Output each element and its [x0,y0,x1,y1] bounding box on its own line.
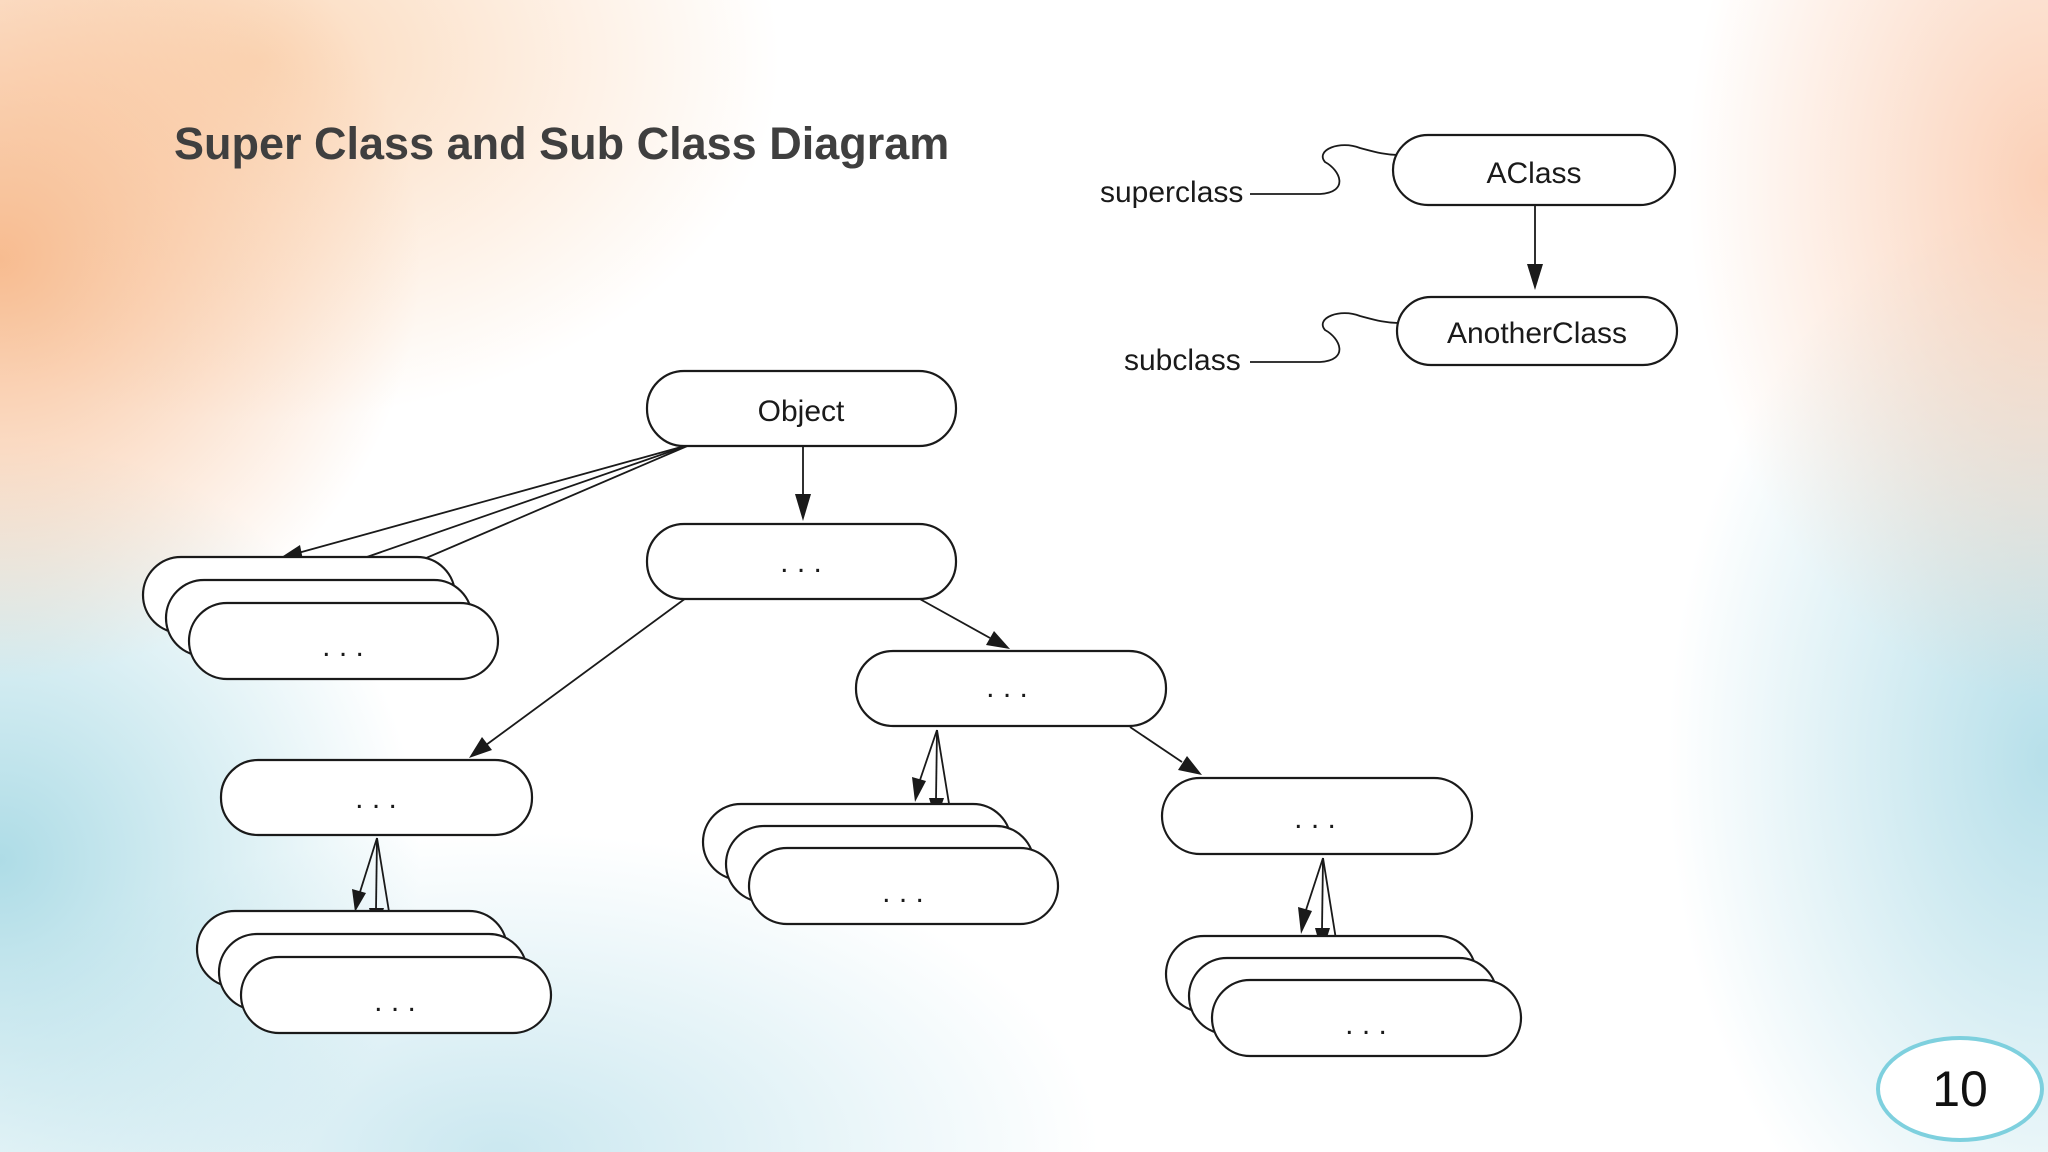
arrowhead-mid-right [986,631,1010,649]
edge-grandchild-stack-2 [1321,857,1324,931]
edge-right-stack-1 [919,729,938,781]
arrowhead-mid-left [469,737,492,758]
legend: superclass AClass subclass AnotherClass [1100,133,1679,377]
arrowhead-right-grandchild [1178,756,1202,775]
left-child-label: . . . [355,782,397,815]
superclass-pointer [1250,144,1401,195]
stack-b-front [239,955,553,1035]
stack-d-front [1210,978,1523,1058]
page-number-badge: 10 [1876,1036,2044,1142]
edge-object-to-stack-a-1 [297,443,693,554]
edge-left-stack-2 [375,837,378,911]
grandchild-node [1160,776,1474,856]
right-child-node [854,649,1168,728]
aclass-label: AClass [1486,157,1581,190]
edge-grandchild-stack-1 [1305,857,1324,911]
left-child-node [219,758,534,837]
slide-title: Super Class and Sub Class Diagram [174,118,950,169]
stack-d-label: . . . [1345,1008,1387,1041]
aclass-to-anotherclass-arrowhead [1527,264,1543,290]
superclass-label: superclass [1100,176,1243,209]
mid-node-label: . . . [780,546,822,579]
stack-b-label: . . . [374,985,416,1018]
grandchild-label: . . . [1294,802,1336,835]
anotherclass-node [1395,295,1679,367]
object-node [645,369,958,448]
arrowhead-right-stack-1 [912,777,926,802]
edge-mid-to-right [917,597,991,639]
aclass-node [1391,133,1677,207]
subclass-pointer [1250,312,1401,363]
arrowhead-left-stack-1 [352,889,366,912]
stack-a-label: . . . [322,630,364,663]
edge-right-stack-2 [935,729,938,801]
object-node-label: Object [758,395,845,428]
edge-right-to-grandchild [1129,726,1183,763]
tree-nodes: Object . . . . . . . . . . . . . . . . .… [141,369,1523,1058]
mid-node [645,522,958,601]
anotherclass-label: AnotherClass [1447,317,1627,350]
edge-mid-to-left [485,597,687,746]
right-child-label: . . . [986,671,1028,704]
stack-a-front [187,601,500,681]
arrowhead-grandchild-stack-1 [1298,907,1312,934]
arrowhead-object-mid [795,494,811,521]
subclass-label: subclass [1124,344,1241,377]
stack-c-label: . . . [882,876,924,909]
stack-c-front [747,846,1060,926]
edge-object-to-stack-a-2 [317,443,693,575]
edge-left-stack-1 [359,837,378,893]
